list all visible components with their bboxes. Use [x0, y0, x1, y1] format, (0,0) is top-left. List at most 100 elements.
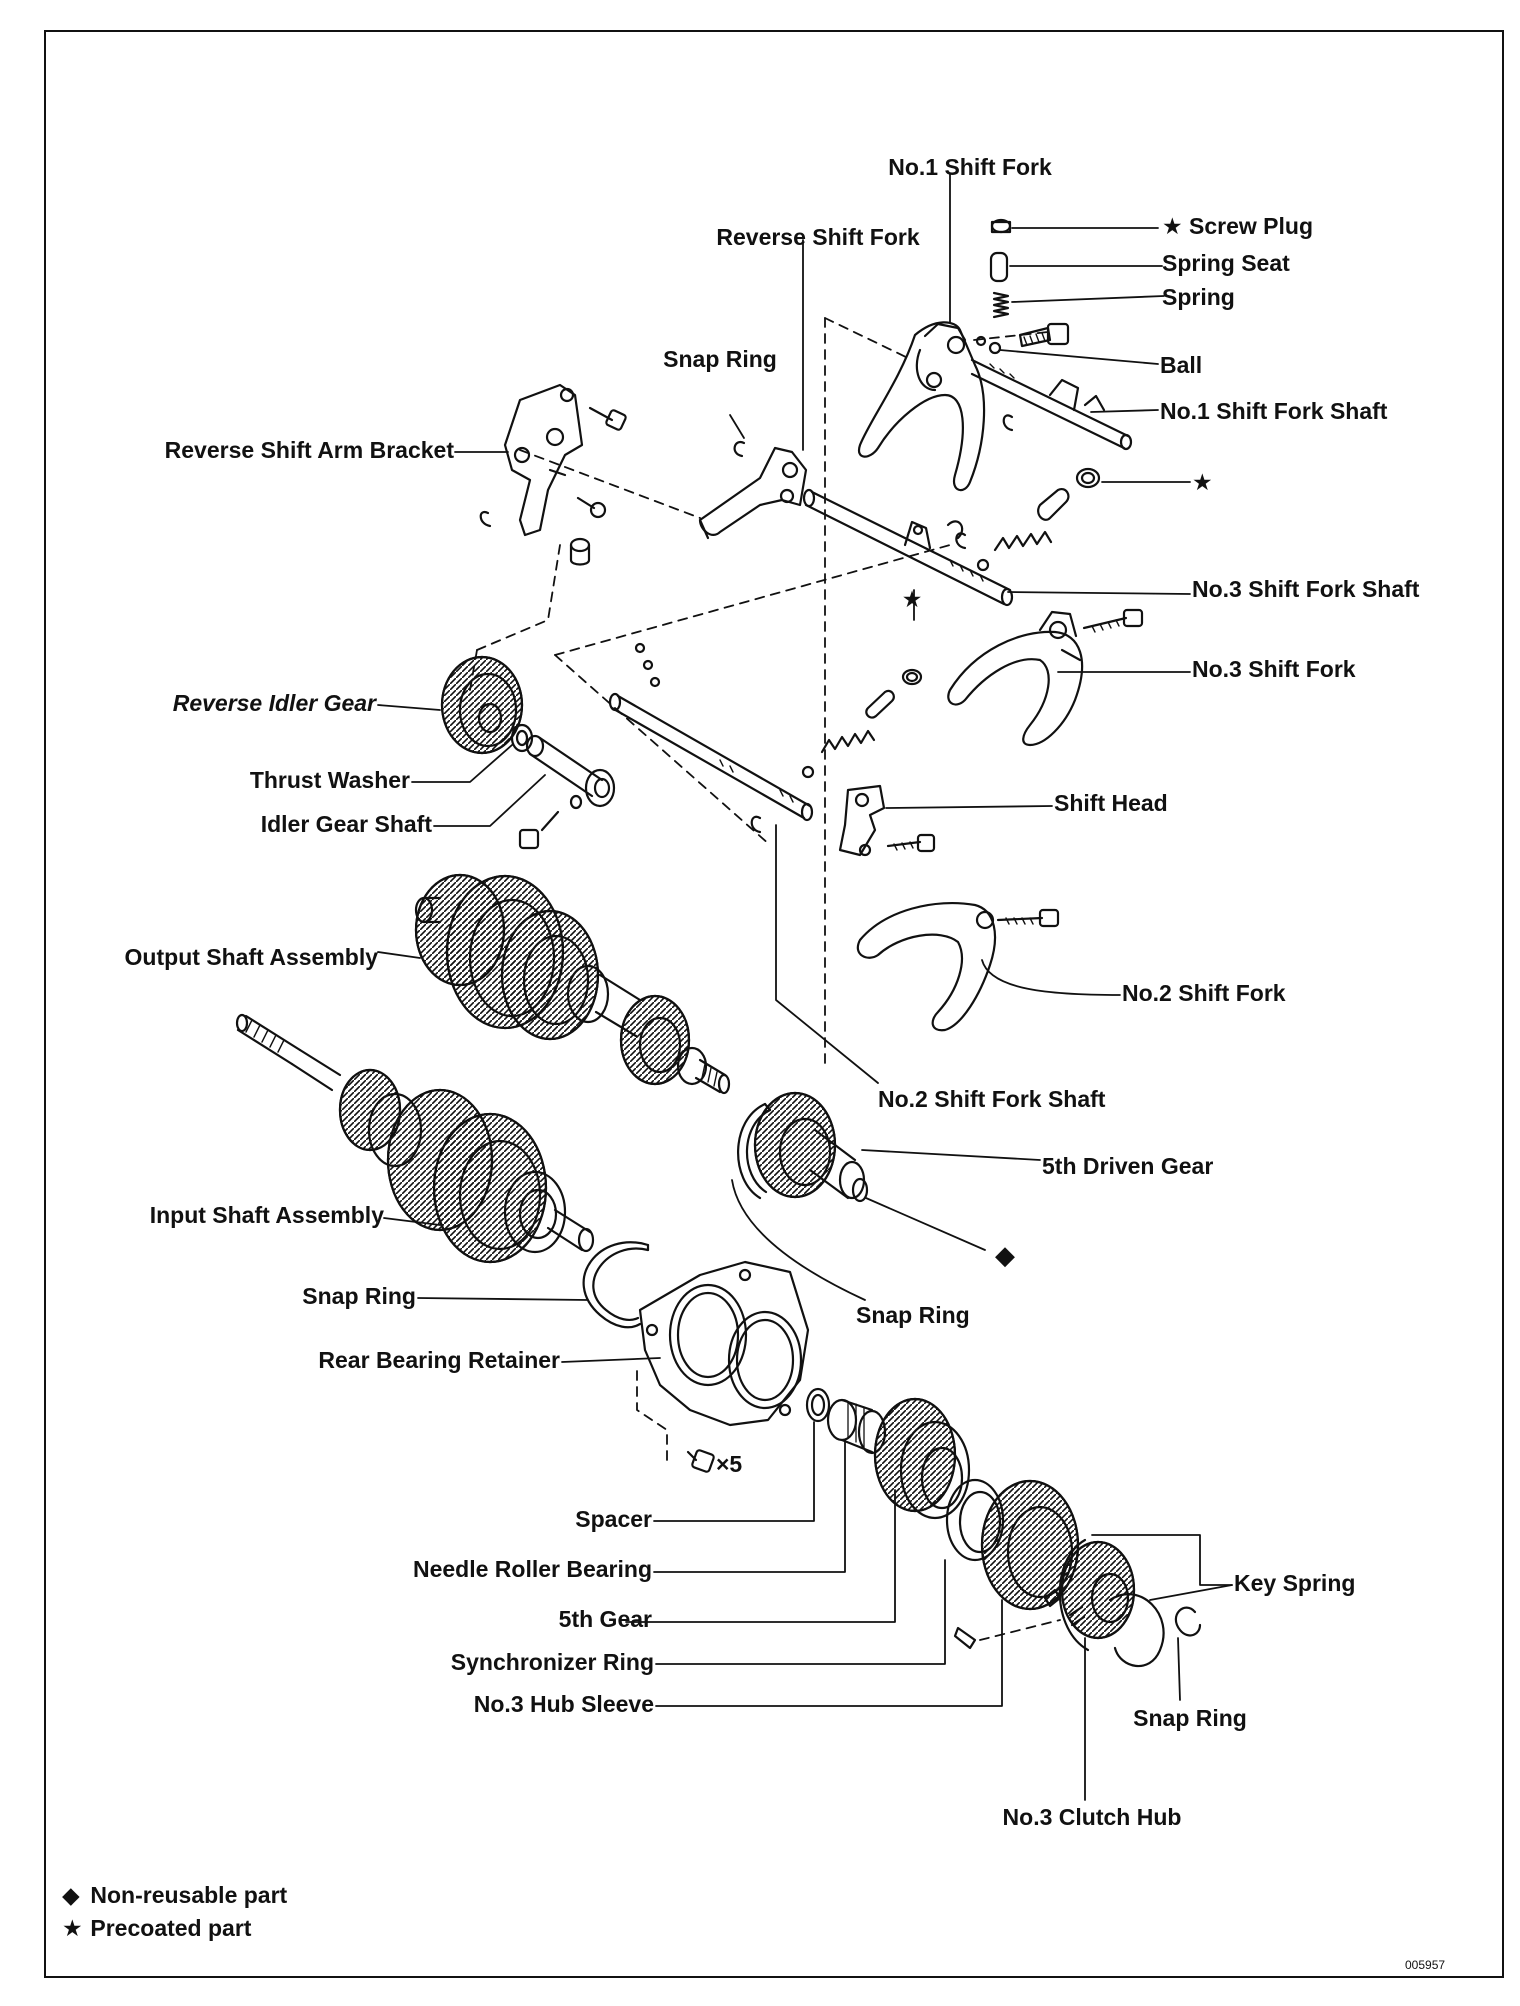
ball-2-drawing: [976, 558, 990, 572]
leader-output-shaft: [377, 951, 421, 959]
output-shaft-assembly-drawing: [414, 873, 731, 1095]
input-shaft-assembly-drawing: [235, 1013, 595, 1264]
label-no2-shift-fork: No.2 Shift Fork: [1122, 980, 1286, 1006]
spring-drawing: [992, 291, 1010, 319]
label-snap-ring-mid: Snap Ring: [856, 1302, 970, 1328]
shift-head-bolt: [886, 833, 936, 853]
label-screw-plug: Screw Plug: [1189, 213, 1313, 239]
label-no1-shift-fork-shaft: No.1 Shift Fork Shaft: [1160, 398, 1388, 424]
snap-ring-bracket: [479, 510, 492, 528]
no2-shift-fork-drawing: [856, 901, 997, 1032]
snap-ring-small-3: [946, 520, 964, 540]
leader-no3-shaft: [913, 589, 1191, 673]
detent-plug-drawing: [901, 668, 923, 686]
idler-pin: [569, 537, 591, 566]
leader-idler: [377, 704, 546, 827]
label-idler-gear-shaft: Idler Gear Shaft: [260, 811, 432, 837]
retainer-bolt: [686, 1449, 715, 1473]
rear-bearing-retainer-drawing: [638, 1260, 810, 1427]
reverse-shift-fork-drawing: [698, 446, 808, 540]
leader-input-shaft: [383, 1217, 441, 1226]
reverse-idler-gear-drawing: [440, 655, 524, 755]
leader-no2-fork: [981, 959, 1121, 996]
leader-retainer: [561, 1357, 661, 1363]
label-no3-clutch-hub: No.3 Clutch Hub: [1002, 1804, 1182, 1830]
snap-ring-bottom-drawing: [1174, 1606, 1202, 1637]
legend-precoated: ★ Precoated part: [62, 1915, 251, 1942]
label-reverse-idler-gear: Reverse Idler Gear: [172, 690, 376, 716]
no2-shift-fork-shaft-drawing: [608, 642, 814, 822]
no3-fork-bolt: [1082, 608, 1144, 633]
no1-shift-fork-shaft-drawing: [970, 358, 1133, 451]
spring-2-drawing: [993, 530, 1053, 552]
no3-shift-fork-shaft-drawing: [802, 488, 1014, 607]
snap-ring-small-1: [1002, 414, 1014, 432]
shift-head-drawing: [838, 784, 886, 857]
no1-shift-fork-drawing: [857, 321, 986, 492]
screw-plug-2-drawing: [1075, 467, 1101, 489]
leader-lines-bottom: [625, 1421, 1233, 1801]
label-reverse-shift-arm-bracket: Reverse Shift Arm Bracket: [164, 437, 454, 463]
key-spring-drawing: [1058, 1538, 1165, 1668]
label-thrust-washer: Thrust Washer: [249, 767, 410, 793]
label-spacer: Spacer: [575, 1506, 652, 1532]
legend-precoated-text: Precoated part: [90, 1915, 252, 1941]
legend-non-reusable-text: Non-reusable part: [90, 1882, 288, 1908]
bolt-top-right: [1018, 322, 1070, 348]
idler-gear-shaft-drawing: [525, 734, 616, 808]
bracket-bolt-2: [576, 496, 607, 519]
label-ball: Ball: [1160, 352, 1203, 378]
label-shift-head: Shift Head: [1054, 790, 1168, 816]
label-no3-shift-fork-shaft: No.3 Shift Fork Shaft: [1192, 576, 1420, 602]
no3-clutch-hub-drawing: [1060, 1540, 1136, 1640]
spacer-drawing: [805, 1387, 831, 1423]
label-no3-hub-sleeve: No.3 Hub Sleeve: [473, 1691, 654, 1717]
label-spring: Spring: [1162, 284, 1235, 310]
snap-ring-mid-drawing: [737, 1102, 772, 1200]
label-fifth-driven-gear: 5th Driven Gear: [1042, 1153, 1214, 1179]
label-key-spring: Key Spring: [1234, 1570, 1356, 1596]
detent-spring-drawing: [820, 729, 876, 754]
snap-ring-small-2: [955, 532, 967, 550]
label-no2-shift-fork-shaft: No.2 Shift Fork Shaft: [878, 1086, 1106, 1112]
label-screw-plug-group: ★ Screw Plug: [1162, 213, 1313, 239]
label-needle-roller-bearing: Needle Roller Bearing: [412, 1556, 652, 1582]
leader-lines-top: [454, 173, 1191, 483]
legend-non-reusable: ◆ Non-reusable part: [62, 1882, 287, 1909]
label-no3-shift-fork: No.3 Shift Fork: [1192, 656, 1356, 682]
label-snap-ring-top: Snap Ring: [663, 346, 777, 372]
precoated-star-right-icon: ★: [1192, 469, 1213, 495]
non-reusable-diamond-icon: ◆: [62, 1882, 80, 1908]
thrust-washer-drawing: [510, 723, 534, 753]
no2-fork-bolt: [996, 908, 1060, 928]
label-spring-seat: Spring Seat: [1162, 250, 1290, 276]
label-snap-ring-bottom: Snap Ring: [1133, 1705, 1247, 1731]
leader-no2-shaft: [775, 824, 879, 1084]
label-fifth-gear: 5th Gear: [558, 1606, 652, 1632]
precoated-star-icon: ★: [1162, 213, 1183, 239]
snap-ring-top-drawing: [733, 440, 746, 458]
snap-ring-left-drawing: [582, 1241, 650, 1329]
spring-seat-2-drawing: [1037, 488, 1070, 521]
precoated-star-middle-icon: ★: [901, 586, 923, 612]
diagram-frame: [44, 30, 1504, 1978]
label-synchronizer-ring: Synchronizer Ring: [450, 1649, 654, 1675]
idler-bolt: [518, 794, 583, 850]
non-reusable-marker: ◆: [995, 1241, 1015, 1271]
bracket-bolt-1: [588, 406, 627, 431]
leader-fifth-driven: [731, 1149, 1041, 1301]
key-drawing: [953, 1588, 1062, 1650]
screw-plug-drawing: [990, 218, 1012, 234]
label-input-shaft-assembly: Input Shaft Assembly: [149, 1202, 384, 1228]
fifth-gear-drawing: [873, 1397, 971, 1520]
leader-snap-ring-left: [417, 1297, 589, 1301]
label-no1-shift-fork: No.1 Shift Fork: [888, 154, 1052, 180]
no3-shift-fork-drawing: [947, 610, 1084, 747]
detent-ball: [801, 765, 815, 779]
precoated-star-legend-icon: ★: [62, 1915, 83, 1941]
label-bolt-count: ×5: [716, 1451, 743, 1477]
label-reverse-shift-fork: Reverse Shift Fork: [716, 224, 920, 250]
reverse-shift-arm-bracket-drawing: [503, 383, 584, 537]
label-rear-bearing-retainer: Rear Bearing Retainer: [318, 1347, 560, 1373]
snap-ring-no2-shaft: [750, 815, 762, 834]
